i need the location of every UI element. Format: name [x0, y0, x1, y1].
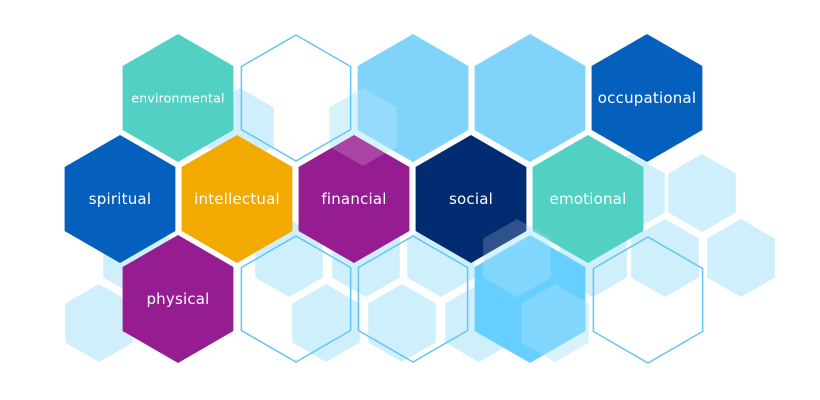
- filled-hexagon-layer: [357, 34, 586, 363]
- hexagon-social: social: [415, 135, 527, 263]
- hexagon-shape: [298, 135, 410, 263]
- hexagon-financial: financial: [298, 135, 410, 263]
- outline-hexagon: [240, 34, 352, 162]
- hexagon-label: social: [449, 190, 493, 208]
- hexagon-shape: [64, 135, 176, 263]
- pale-background-hexagon: [292, 284, 360, 362]
- hexagon-shape: [591, 34, 703, 162]
- hexagon-shape: [181, 135, 293, 263]
- hexagon-label: intellectual: [194, 190, 280, 208]
- hexagon-occupational: occupational: [591, 34, 703, 162]
- decorative-filled-hexagon: [357, 34, 469, 162]
- pale-background-hexagon: [631, 219, 699, 297]
- hexagon-spiritual: spiritual: [64, 135, 176, 263]
- decorative-filled-hexagon: [474, 34, 586, 162]
- pale-background-hexagon: [668, 154, 736, 232]
- pale-background-hexagon: [65, 284, 133, 362]
- hexagon-physical: physical: [122, 235, 234, 363]
- labeled-hexagon-layer: environmental occupational spiritual intell…: [64, 34, 703, 363]
- pale-background-hexagon: [707, 219, 775, 297]
- hexagon-shape: [532, 135, 644, 263]
- pale-background-hexagon: [368, 284, 436, 362]
- hexagon-label: spiritual: [89, 190, 151, 208]
- hexagon-label: financial: [321, 190, 386, 208]
- hexagon-environmental: environmental: [122, 34, 234, 162]
- translucent-overlay-hexagon: [521, 284, 589, 362]
- hexagon-label: occupational: [598, 89, 696, 107]
- pale-overlay-layer: [329, 88, 589, 362]
- outline-hexagon-layer: [240, 34, 704, 364]
- hexagon-label: physical: [146, 290, 209, 308]
- hexagon-emotional: emotional: [532, 135, 644, 263]
- hexagon-shape: [415, 135, 527, 263]
- hexagon-label: environmental: [131, 91, 224, 106]
- translucent-overlay-hexagon: [329, 88, 397, 166]
- hexagon-shape: [122, 34, 234, 162]
- outline-hexagon: [240, 235, 352, 363]
- translucent-overlay-hexagon: [483, 219, 551, 297]
- outline-hexagon: [592, 236, 704, 364]
- outline-hexagon: [357, 235, 469, 363]
- hexagon-shape: [122, 235, 234, 363]
- hexagon-label: emotional: [550, 190, 627, 208]
- hexagon-intellectual: intellectual: [181, 135, 293, 263]
- decorative-filled-hexagon: [474, 235, 586, 363]
